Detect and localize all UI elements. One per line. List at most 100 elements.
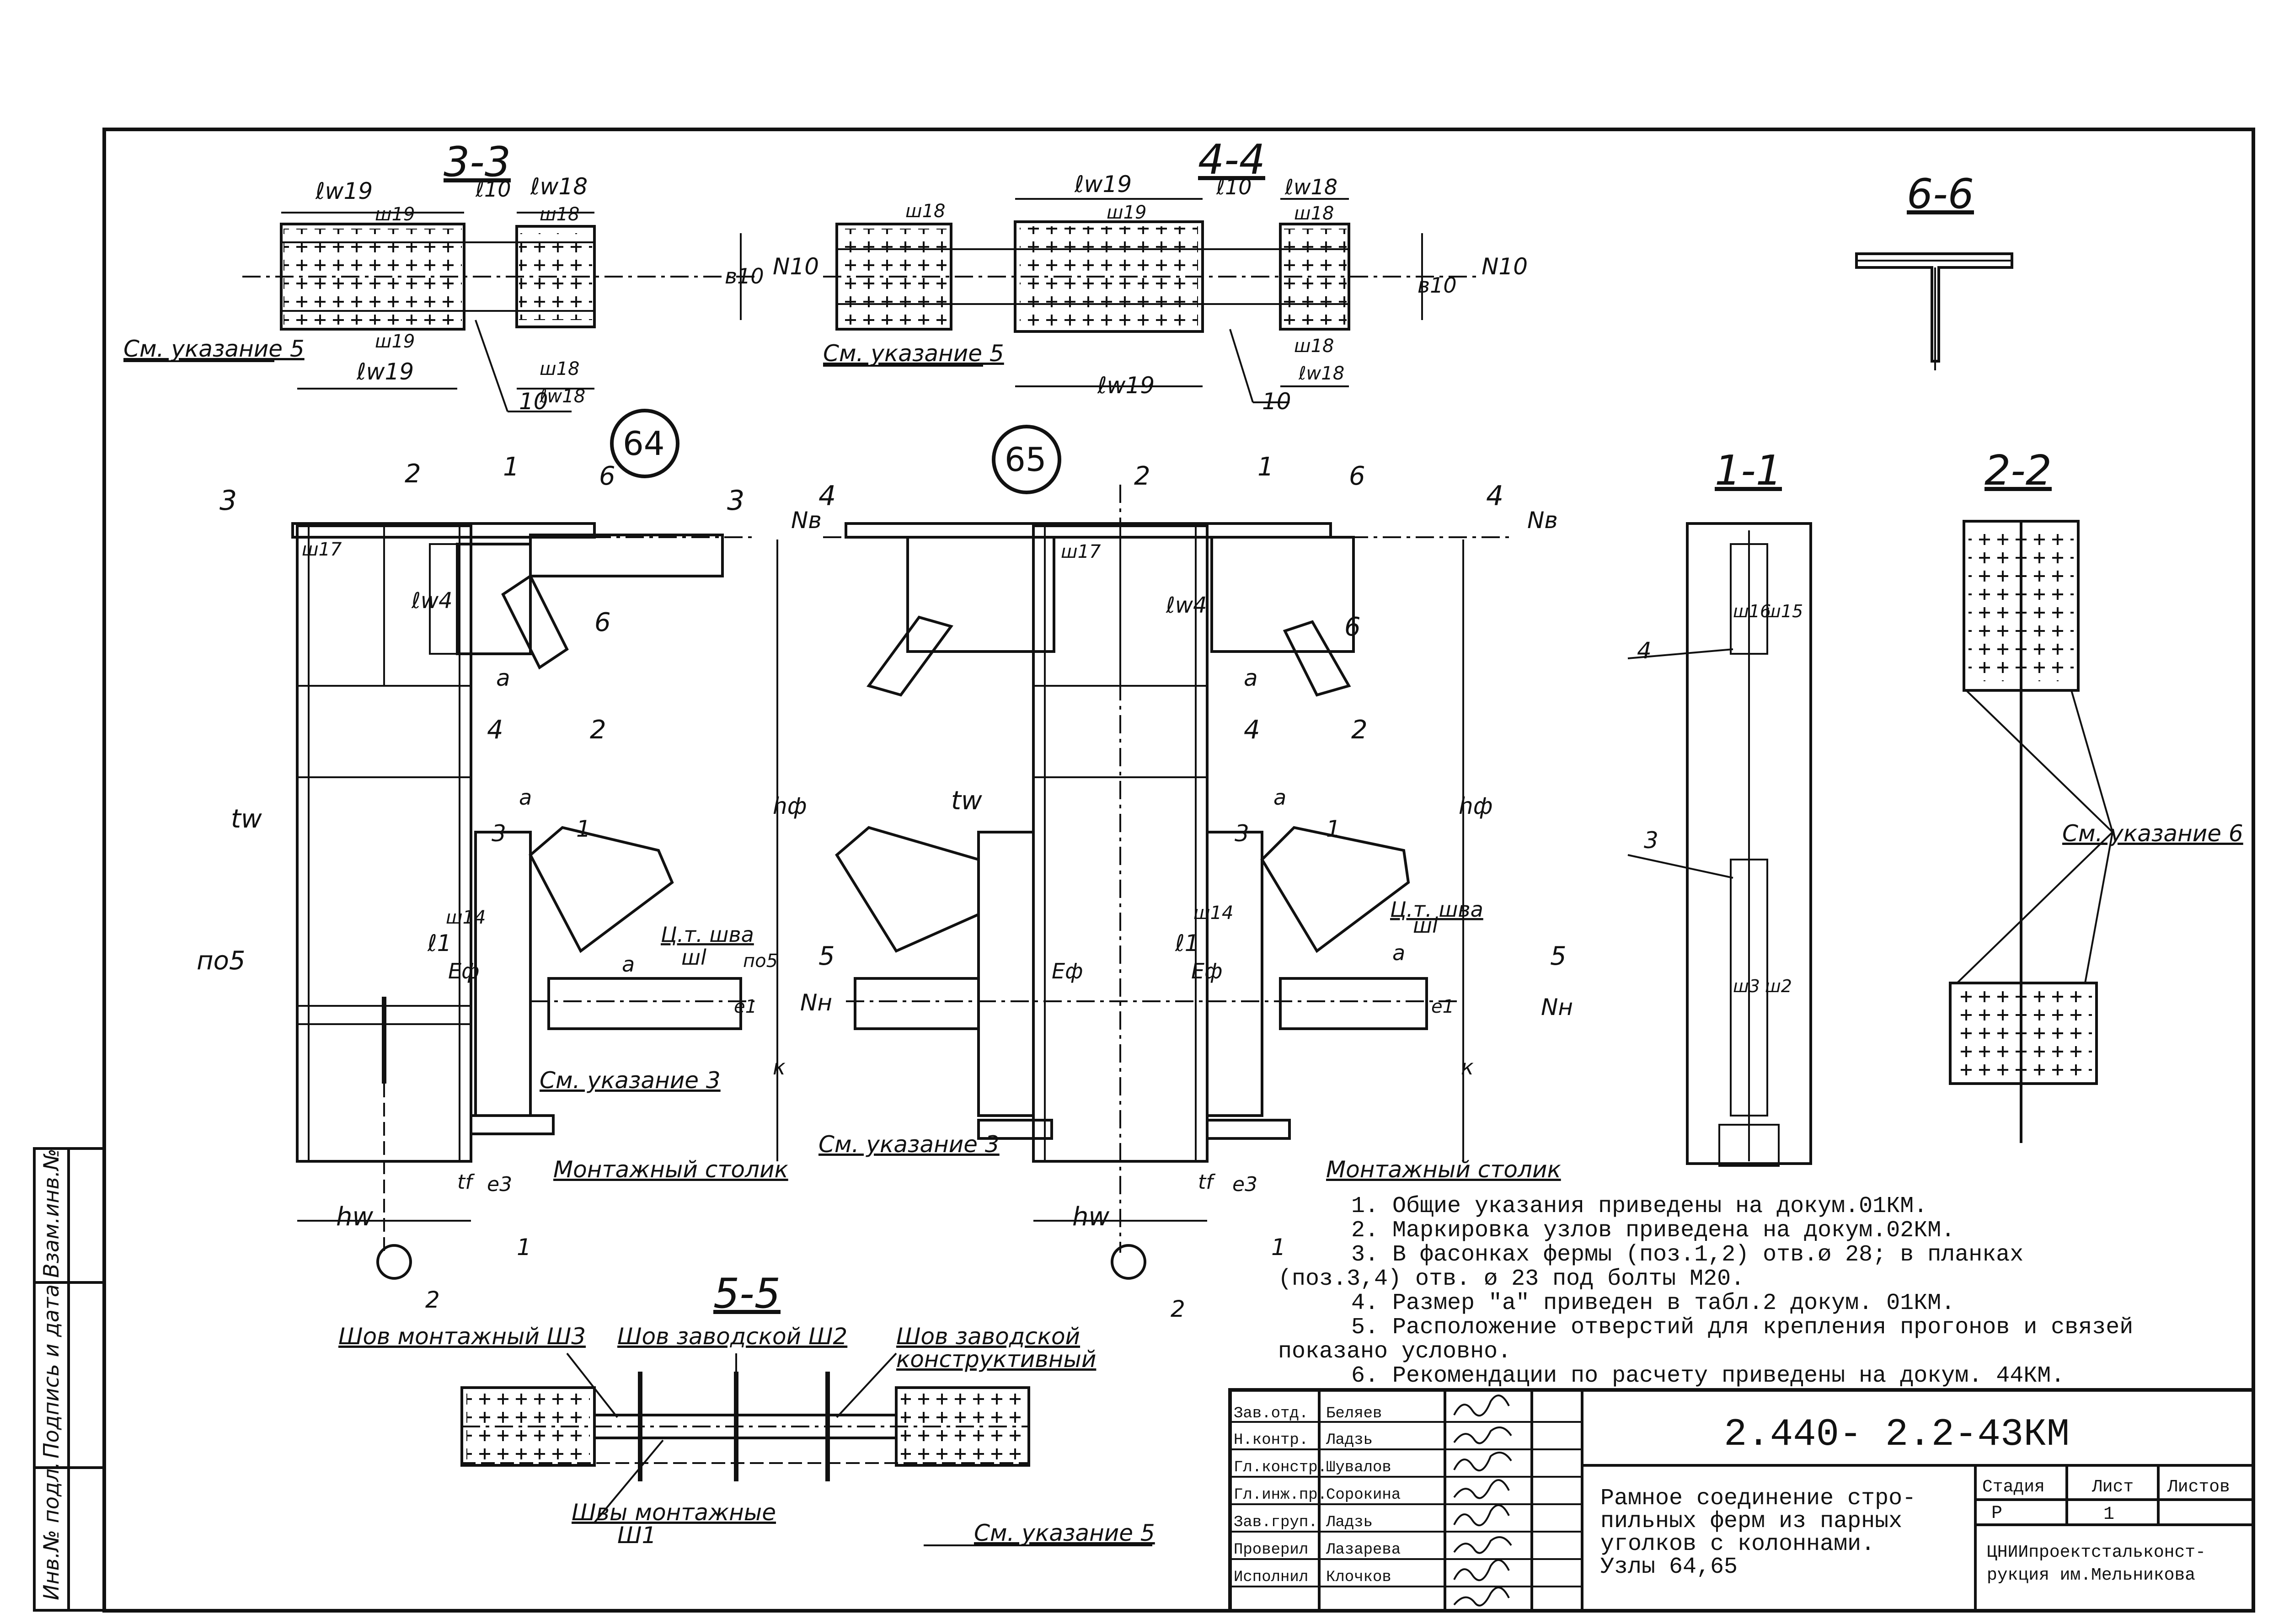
mark-10: 10 [519,388,548,415]
mark-2: 2 [405,459,421,489]
label-b10: в10 [725,264,764,288]
sheet-frame [102,128,2255,1613]
section-1-1-drawing [1627,522,1812,1167]
label-l10: ℓ10 [1216,175,1252,199]
label-a: а [1244,665,1258,691]
mark-3: 3 [1235,820,1249,847]
section-6-6-title: 6-6 [1907,170,1974,218]
sheet-header: Лист [2091,1477,2134,1497]
mark-1: 1 [517,1234,531,1261]
doc-title-2: пильных ферм из парных [1600,1508,1902,1534]
label-e1: e1 [1431,996,1454,1017]
note-ref-5: См. указание 5 [823,340,1004,367]
label-sh18: ш18 [540,358,580,379]
org-2: рукция им.Мельникова [1987,1565,2195,1585]
label-e1: e1 [734,996,757,1017]
label-ct: Ц.т. шва [1390,897,1483,922]
label-k: к [1461,1055,1474,1079]
label-N10: N10 [1482,253,1528,280]
label-ct2: шl [1413,913,1438,938]
note-4: 4. Размер "а" приведен в табл.2 докум. 0… [1351,1290,1955,1316]
mark-2: 2 [1171,1296,1185,1322]
node-64-label: 64 [623,424,665,463]
label-Nn: Nн [1541,994,1573,1020]
note-1: 1. Общие указания приведены на докум.01К… [1351,1193,1928,1219]
general-notes: 1. Общие указания приведены на докум.01К… [1278,1194,2193,1388]
label-tf: tf [457,1170,475,1194]
mark-1: 1 [576,816,591,842]
label-sh16: ш16 [1733,601,1771,621]
doc-title-3: уголков с колоннами. [1600,1531,1875,1557]
weld-label-3a: Шов заводской [896,1323,1080,1350]
section-1-1-title: 1-1 [1715,447,1782,495]
label-stolik: Монтажный столик [1326,1156,1561,1183]
mark-2: 2 [425,1287,440,1313]
label-sh17: ш17 [302,539,342,560]
label-sh14: ш14 [1193,903,1234,924]
mark-6: 6 [1344,612,1361,642]
note-ref-3: См. указание 3 [540,1067,721,1094]
mark-5: 5 [818,941,835,971]
doc-title-1: Рамное соединение стро- [1600,1485,1916,1512]
mark-2: 2 [1134,461,1150,491]
label-sh18: ш18 [540,204,580,225]
label-l10: ℓ10 [475,177,511,202]
mark-1: 1 [1326,816,1341,842]
label-Nv: Nв [1527,507,1558,534]
mark-2: 2 [590,715,606,745]
label-e3: e3 [1232,1173,1257,1196]
weld-label-2: Шов заводской Ш2 [617,1323,847,1350]
mark-5: 5 [1550,941,1567,971]
label-sh3: ш3 [1733,976,1760,996]
label-Nv: Nв [791,507,822,534]
label-sh14: ш14 [446,907,486,928]
name-3: Шувалов [1326,1459,1391,1476]
label-lw19: ℓw19 [1074,171,1132,198]
weld-label-4b: Ш1 [617,1522,656,1549]
label-sh17: ш17 [1061,541,1101,562]
name-1: Беляев [1326,1405,1382,1422]
label-po5: по5 [743,951,778,972]
label-N10: N10 [773,253,819,280]
name-2: Ладзь [1326,1432,1373,1449]
section-2-2-title: 2-2 [1984,447,2052,495]
mark-4: 4 [1244,715,1260,745]
label-lw19: ℓw19 [356,358,414,385]
org-1: ЦНИИпроектстальконст- [1987,1543,2206,1562]
section-4-4-drawing [823,198,1477,403]
name-7: Клочков [1326,1569,1391,1586]
note-2: 2. Маркировка узлов приведена на докум.0… [1351,1218,1955,1244]
label-hf: hф [773,793,807,819]
section-4-4-title: 4-4 [1198,136,1265,184]
label-ct2: шl [681,945,706,970]
note-3: 3. В фасонках фермы (поз.1,2) отв.ø 28; … [1351,1242,2024,1268]
label-a: а [622,952,635,977]
mark-4: 4 [1637,637,1652,664]
label-a: а [496,665,510,691]
mark-2: 2 [1351,715,1368,745]
note-6: 6. Рекомендации по расчету приведены на … [1351,1363,2065,1389]
label-lw18: ℓw18 [1298,363,1344,384]
title-block-frame [1228,1388,2255,1613]
label-sh18: ш18 [1294,336,1334,357]
label-b10: в10 [1417,273,1457,298]
label-l1: ℓ1 [1175,930,1199,956]
mark-3: 3 [219,485,237,517]
sheets-header: Листов [2167,1477,2230,1497]
mark-4: 4 [1486,480,1503,512]
node-65-circle [992,425,1061,494]
weld-label-3b: конструктивный [896,1346,1096,1373]
label-k: к [773,1055,786,1079]
side-stamp-frame [33,1147,106,1612]
role-6: Проверил [1234,1541,1308,1559]
label-hw: hw [336,1202,373,1232]
stage-value: Р [1991,1503,2002,1524]
label-sh18: ш18 [1294,203,1334,224]
note-ref-5: См. указание 5 [123,336,305,362]
label-a: а [519,785,532,810]
mark-1: 1 [1271,1234,1286,1261]
stage-header: Стадия [1982,1477,2045,1497]
weld-label-4a: Швы монтажные [572,1499,776,1526]
name-4: Сорокина [1326,1486,1401,1504]
label-lw19: ℓw19 [315,178,373,204]
